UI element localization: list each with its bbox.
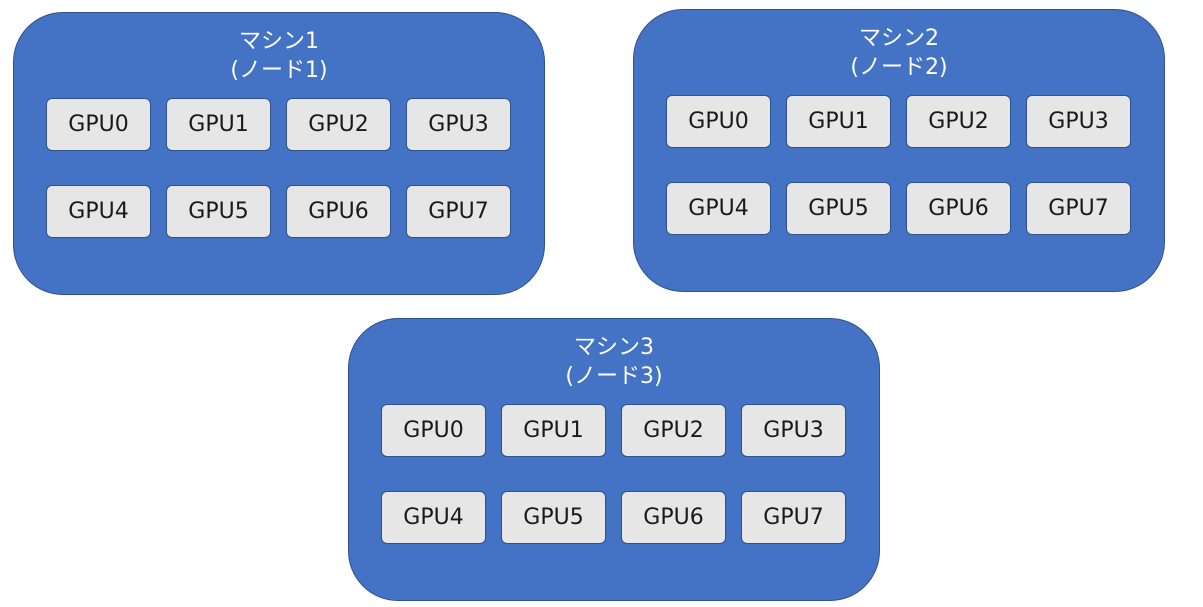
gpu-box: GPU7 (1026, 182, 1131, 235)
gpu-box: GPU6 (286, 185, 391, 238)
machine-node-label: (ノード3) (565, 364, 663, 389)
machine-1: マシン1 (ノード1) GPU0 GPU1 GPU2 GPU3 GPU4 GPU… (13, 12, 545, 295)
gpu-grid: GPU0 GPU1 GPU2 GPU3 GPU4 GPU5 GPU6 GPU7 (666, 95, 1138, 235)
gpu-box: GPU4 (46, 185, 151, 238)
machine-name: マシン3 (574, 335, 654, 360)
gpu-box: GPU3 (741, 404, 846, 457)
gpu-grid: GPU0 GPU1 GPU2 GPU3 GPU4 GPU5 GPU6 GPU7 (381, 404, 853, 544)
gpu-box: GPU4 (381, 491, 486, 544)
gpu-box: GPU1 (786, 95, 891, 148)
gpu-box: GPU6 (906, 182, 1011, 235)
gpu-box: GPU2 (906, 95, 1011, 148)
machine-3: マシン3 (ノード3) GPU0 GPU1 GPU2 GPU3 GPU4 GPU… (348, 318, 880, 601)
machine-title: マシン2 (ノード2) (634, 24, 1164, 82)
gpu-box: GPU7 (406, 185, 511, 238)
gpu-box: GPU0 (46, 98, 151, 151)
gpu-box: GPU5 (166, 185, 271, 238)
gpu-grid: GPU0 GPU1 GPU2 GPU3 GPU4 GPU5 GPU6 GPU7 (46, 98, 518, 238)
machine-node-label: (ノード2) (850, 55, 948, 80)
gpu-box: GPU2 (286, 98, 391, 151)
gpu-box: GPU5 (501, 491, 606, 544)
machine-node-label: (ノード1) (230, 58, 328, 83)
gpu-box: GPU1 (501, 404, 606, 457)
gpu-box: GPU0 (381, 404, 486, 457)
gpu-box: GPU5 (786, 182, 891, 235)
gpu-box: GPU3 (406, 98, 511, 151)
gpu-box: GPU6 (621, 491, 726, 544)
gpu-box: GPU3 (1026, 95, 1131, 148)
machine-title: マシン1 (ノード1) (14, 27, 544, 85)
gpu-box: GPU7 (741, 491, 846, 544)
gpu-box: GPU2 (621, 404, 726, 457)
gpu-box: GPU1 (166, 98, 271, 151)
machine-title: マシン3 (ノード3) (349, 333, 879, 391)
gpu-box: GPU4 (666, 182, 771, 235)
gpu-box: GPU0 (666, 95, 771, 148)
machine-2: マシン2 (ノード2) GPU0 GPU1 GPU2 GPU3 GPU4 GPU… (633, 9, 1165, 292)
machine-name: マシン2 (859, 26, 939, 51)
machine-name: マシン1 (239, 29, 319, 54)
